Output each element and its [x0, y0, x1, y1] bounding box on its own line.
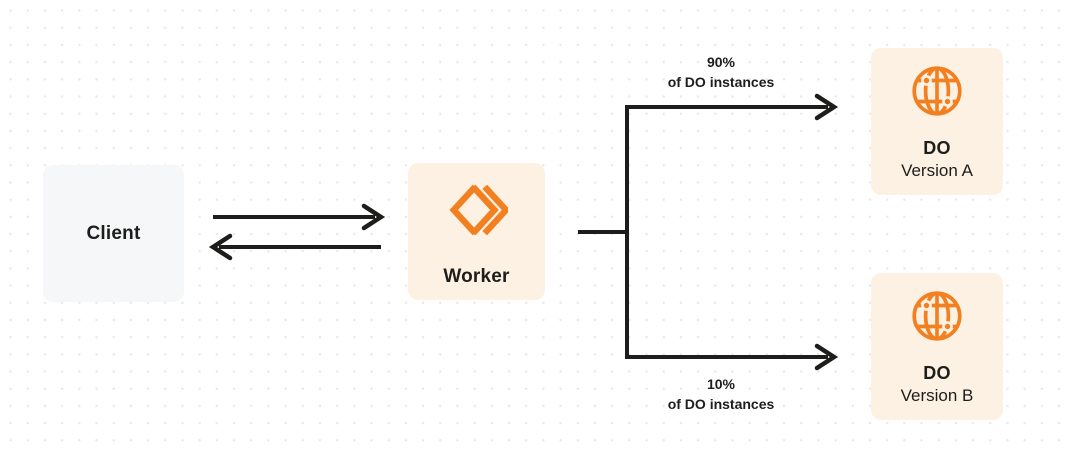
- globe-icon: [909, 63, 965, 124]
- edge-label-do-a-description: of DO instances: [667, 73, 775, 90]
- branch-trunk: [578, 105, 629, 359]
- globe-icon: [909, 288, 965, 349]
- do-b-title: DO: [923, 362, 951, 383]
- arrow-client-to-worker: [213, 203, 386, 231]
- do-a-title: DO: [923, 137, 951, 158]
- arrow-worker-to-do-b: [625, 343, 839, 371]
- arrow-worker-to-client: [208, 233, 381, 261]
- do-b-subtitle: Version B: [900, 386, 974, 406]
- edge-label-do-b-description: of DO instances: [667, 395, 775, 412]
- do-a-subtitle: Version A: [901, 161, 973, 181]
- node-do-version-a: DO Version A: [871, 48, 1003, 195]
- cloudflare-workers-logo-icon: [446, 179, 510, 246]
- edge-label-do-b: 10% of DO instances: [636, 375, 806, 415]
- worker-label: Worker: [443, 266, 510, 287]
- edge-label-do-a-percent: 90%: [706, 54, 736, 70]
- node-do-version-b: DO Version B: [871, 273, 1003, 420]
- edge-label-do-a: 90% of DO instances: [636, 53, 806, 93]
- node-client: Client: [43, 165, 184, 302]
- client-label: Client: [86, 222, 141, 244]
- arrow-worker-to-do-a: [625, 93, 839, 121]
- node-worker: Worker: [408, 163, 545, 300]
- edge-label-do-b-percent: 10%: [706, 376, 736, 392]
